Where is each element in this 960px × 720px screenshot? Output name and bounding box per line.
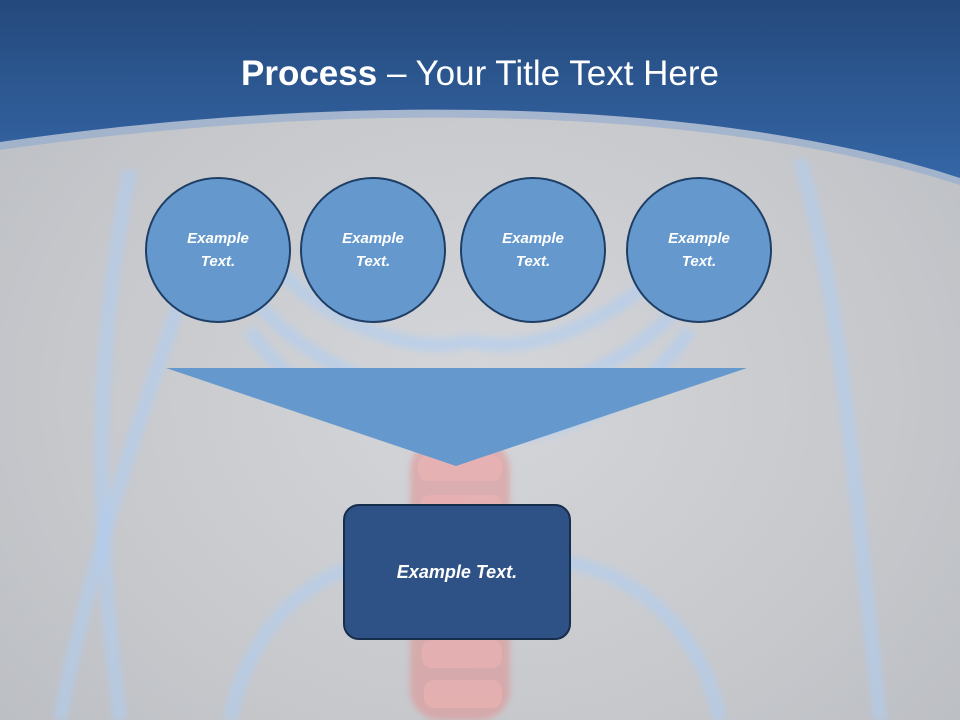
process-circle-2-text: Example Text. bbox=[342, 230, 404, 270]
header-banner bbox=[0, 0, 960, 185]
process-circle-3: Example Text. bbox=[460, 177, 606, 323]
process-circle-4: Example Text. bbox=[626, 177, 772, 323]
result-box: Example Text. bbox=[343, 504, 571, 640]
title-rest: – Your Title Text Here bbox=[377, 54, 719, 93]
process-circle-4-text: Example Text. bbox=[668, 230, 730, 270]
process-circle-2: Example Text. bbox=[300, 177, 446, 323]
result-box-text: Example Text. bbox=[396, 561, 518, 582]
process-circle-3-text: Example Text. bbox=[502, 230, 564, 270]
slide-title: Process – Your Title Text Here bbox=[0, 52, 960, 96]
process-circle-1-text: Example Text. bbox=[187, 230, 249, 270]
process-circle-1: Example Text. bbox=[145, 177, 291, 323]
title-bold: Process bbox=[241, 54, 378, 93]
